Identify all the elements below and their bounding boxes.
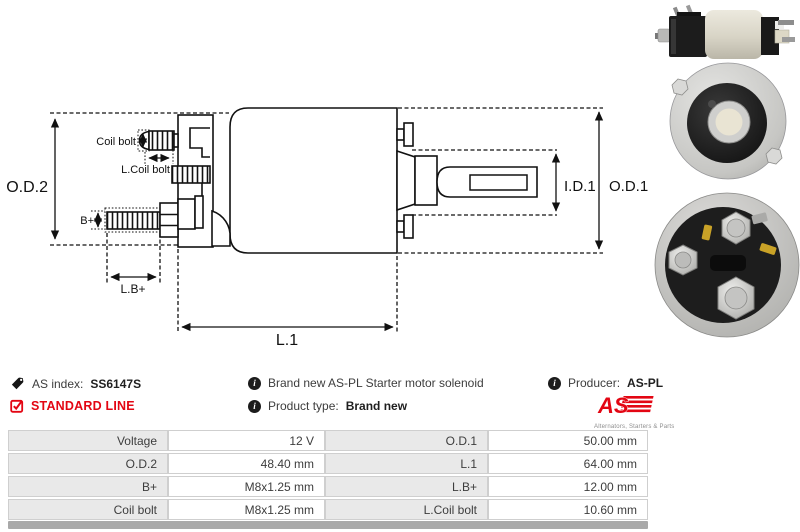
spec-label: L.Coil bolt bbox=[325, 499, 488, 520]
description-row: i Brand new AS-PL Starter motor solenoid bbox=[248, 376, 484, 390]
dim-label-l-b-plus: L.B+ bbox=[120, 282, 145, 296]
spec-label: Voltage bbox=[8, 430, 168, 451]
standard-line-badge: STANDARD LINE bbox=[31, 399, 135, 413]
product-photo-rear[interactable] bbox=[650, 188, 800, 338]
spec-label: O.D.1 bbox=[325, 430, 488, 451]
technical-diagram: O.D.2 Coil bolt L.Coil bolt B+ L.B+ L.1 … bbox=[6, 107, 648, 349]
spec-label: B+ bbox=[8, 476, 168, 497]
producer-value: AS-PL bbox=[627, 376, 664, 390]
info-icon: i bbox=[248, 376, 261, 390]
spec-value: 64.00 mm bbox=[488, 453, 648, 474]
as-index-value: SS6147S bbox=[90, 376, 142, 391]
spec-table: Voltage 12 V O.D.1 50.00 mm O.D.2 48.40 … bbox=[8, 430, 648, 520]
spec-value: M8x1.25 mm bbox=[168, 499, 325, 520]
dashed-guides bbox=[50, 107, 603, 333]
standard-line-row: STANDARD LINE bbox=[10, 399, 135, 413]
spec-value: 12 V bbox=[168, 430, 325, 451]
checkbox-icon bbox=[10, 399, 24, 413]
table-bottom-band bbox=[8, 521, 648, 529]
spec-value: 10.60 mm bbox=[488, 499, 648, 520]
as-index-row: AS index: SS6147S bbox=[10, 376, 141, 391]
product-description: Brand new AS-PL Starter motor solenoid bbox=[268, 376, 484, 390]
spec-label: L.B+ bbox=[325, 476, 488, 497]
info-icon: i bbox=[548, 376, 561, 390]
logo-tagline: Alternators, Starters & Parts bbox=[594, 424, 675, 430]
as-pl-logo-icon: AS bbox=[597, 393, 654, 418]
as-pl-logo: AS Alternators, Starters & Parts bbox=[594, 393, 675, 430]
spec-value: 50.00 mm bbox=[488, 430, 648, 451]
solenoid-drawing bbox=[106, 107, 538, 254]
spec-value: M8x1.25 mm bbox=[168, 476, 325, 497]
b-plus-thread bbox=[106, 211, 161, 230]
info-icon: i bbox=[248, 399, 261, 413]
dim-label-coil-bolt: Coil bolt bbox=[96, 136, 136, 148]
spec-label: O.D.2 bbox=[8, 453, 168, 474]
product-type-row: i Product type: Brand new bbox=[248, 399, 407, 413]
coil-bolt-thread bbox=[148, 130, 175, 151]
dim-label-od2: O.D.2 bbox=[6, 179, 48, 196]
plunger-slot bbox=[469, 174, 528, 191]
spec-label: L.1 bbox=[325, 453, 488, 474]
spec-value: 12.00 mm bbox=[488, 476, 648, 497]
dim-label-l-coil-bolt: L.Coil bolt bbox=[121, 164, 170, 176]
product-type-value: Brand new bbox=[345, 399, 408, 413]
spec-value: 48.40 mm bbox=[168, 453, 325, 474]
dimension-arrows bbox=[50, 111, 604, 332]
solenoid-main-body bbox=[229, 107, 398, 254]
logo-text: AS bbox=[597, 394, 629, 418]
producer-label: Producer: bbox=[568, 376, 621, 390]
producer-row: i Producer: AS-PL bbox=[548, 376, 663, 390]
as-index-label: AS index: bbox=[32, 376, 84, 391]
b-plus-nut bbox=[159, 202, 179, 238]
coil-bolt-tip bbox=[138, 130, 150, 151]
product-photo-front[interactable] bbox=[662, 60, 794, 184]
product-photo-side[interactable] bbox=[655, 4, 795, 62]
dim-label-l1: L.1 bbox=[276, 332, 298, 349]
dim-label-od1: O.D.1 bbox=[609, 178, 648, 195]
tag-icon bbox=[11, 377, 24, 390]
product-type-label: Product type: bbox=[268, 399, 339, 413]
spec-label: Coil bolt bbox=[8, 499, 168, 520]
dim-label-id1: I.D.1 bbox=[564, 178, 596, 195]
dim-label-b-plus: B+ bbox=[80, 215, 94, 227]
